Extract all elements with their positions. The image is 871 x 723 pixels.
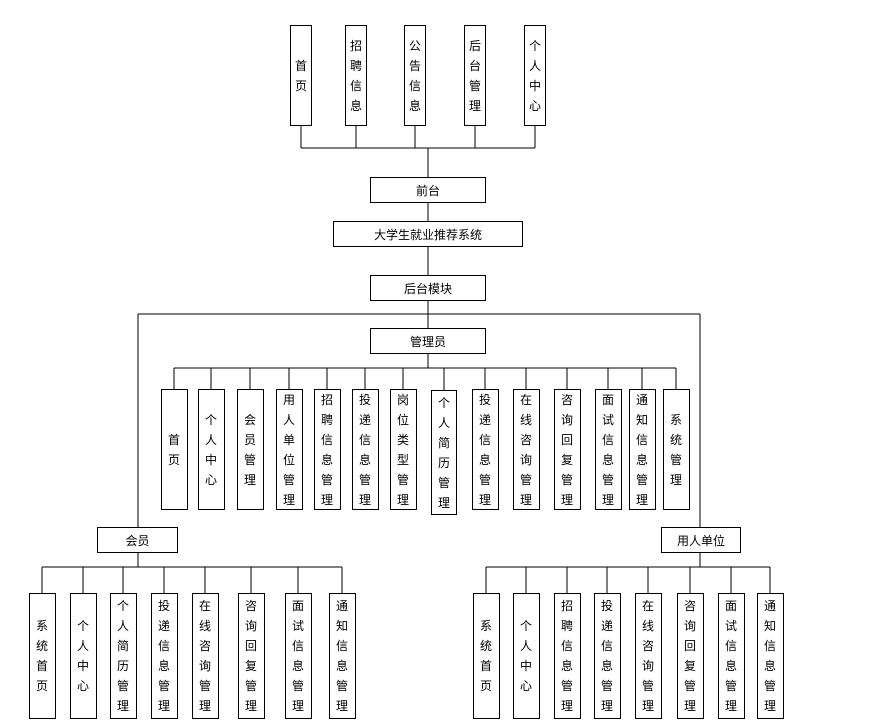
member-module-0: 系统首页 xyxy=(28,593,56,719)
member-module-1: 个人中心 xyxy=(69,593,97,719)
front-module-label: 后台管理 xyxy=(468,38,481,113)
admin-module-label: 个人中心 xyxy=(204,412,217,487)
front-module-label: 首页 xyxy=(294,58,307,93)
employer-module-label: 招聘信息管理 xyxy=(560,599,573,713)
node-member: 会员 xyxy=(97,527,178,553)
admin-module-6: 岗位类型管理 xyxy=(389,389,417,510)
employer-module-0: 系统首页 xyxy=(472,593,500,719)
front-module-0: 首页 xyxy=(290,25,312,126)
admin-module-label: 系统管理 xyxy=(669,412,682,487)
admin-module-13: 系统管理 xyxy=(662,389,690,510)
admin-module-label: 招聘信息管理 xyxy=(320,392,333,507)
admin-module-label: 在线咨询管理 xyxy=(519,392,532,507)
employer-module-7: 通知信息管理 xyxy=(756,593,784,719)
admin-module-9: 在线咨询管理 xyxy=(512,389,540,510)
member-module-4: 在线咨询管理 xyxy=(191,593,219,719)
admin-module-label: 岗位类型管理 xyxy=(396,392,409,507)
member-module-label: 通知信息管理 xyxy=(335,599,348,713)
employer-module-label: 咨询回复管理 xyxy=(683,599,696,713)
member-module-label: 在线咨询管理 xyxy=(198,599,211,713)
member-module-6: 面试信息管理 xyxy=(284,593,312,719)
admin-module-label: 会员管理 xyxy=(243,412,256,487)
employer-module-4: 在线咨询管理 xyxy=(634,593,662,719)
node-backend: 后台模块 xyxy=(370,275,486,301)
admin-module-10: 咨询回复管理 xyxy=(553,389,581,510)
member-module-label: 个人简历管理 xyxy=(116,599,129,713)
front-module-label: 个人中心 xyxy=(528,38,541,113)
admin-module-label: 面试信息管理 xyxy=(601,392,614,507)
member-module-label: 系统首页 xyxy=(35,619,48,693)
employer-module-1: 个人中心 xyxy=(512,593,540,719)
member-module-label: 投递信息管理 xyxy=(157,599,170,713)
admin-module-label: 通知信息管理 xyxy=(635,392,648,507)
employer-module-label: 个人中心 xyxy=(519,619,532,693)
node-employer: 用人单位 xyxy=(661,527,741,553)
member-module-2: 个人简历管理 xyxy=(109,593,137,719)
admin-module-12: 通知信息管理 xyxy=(628,389,656,510)
employer-module-2: 招聘信息管理 xyxy=(553,593,581,719)
employer-module-label: 在线咨询管理 xyxy=(641,599,654,713)
admin-module-8: 投递信息管理 xyxy=(471,389,499,510)
employer-module-5: 咨询回复管理 xyxy=(676,593,704,719)
member-module-7: 通知信息管理 xyxy=(328,593,356,719)
admin-module-3: 用人单位管理 xyxy=(275,389,303,510)
admin-module-2: 会员管理 xyxy=(236,389,264,510)
node-front: 前台 xyxy=(370,177,486,203)
employer-module-label: 面试信息管理 xyxy=(724,599,737,713)
admin-module-1: 个人中心 xyxy=(197,389,225,510)
admin-module-4: 招聘信息管理 xyxy=(313,389,341,510)
admin-module-label: 投递信息管理 xyxy=(358,392,371,507)
admin-module-label: 用人单位管理 xyxy=(282,392,295,507)
node-admin: 管理员 xyxy=(370,328,486,354)
front-module-2: 公告信息 xyxy=(404,25,426,126)
front-module-3: 后台管理 xyxy=(464,25,486,126)
member-module-label: 面试信息管理 xyxy=(291,599,304,713)
member-module-label: 咨询回复管理 xyxy=(244,599,257,713)
admin-module-11: 面试信息管理 xyxy=(594,389,622,510)
front-module-label: 招聘信息 xyxy=(349,38,362,113)
employer-module-label: 投递信息管理 xyxy=(600,599,613,713)
member-module-5: 咨询回复管理 xyxy=(237,593,265,719)
admin-module-label: 投递信息管理 xyxy=(478,392,491,507)
employer-module-3: 投递信息管理 xyxy=(593,593,621,719)
employer-module-label: 系统首页 xyxy=(479,619,492,693)
node-system-title: 大学生就业推荐系统 xyxy=(333,221,523,247)
front-module-1: 招聘信息 xyxy=(345,25,367,126)
member-module-3: 投递信息管理 xyxy=(150,593,178,719)
admin-module-label: 咨询回复管理 xyxy=(560,392,573,507)
admin-module-0: 首页 xyxy=(160,389,188,510)
front-module-4: 个人中心 xyxy=(524,25,546,126)
employer-module-label: 通知信息管理 xyxy=(763,599,776,713)
admin-module-7: 个人简历管理 xyxy=(431,390,457,515)
front-module-label: 公告信息 xyxy=(408,38,421,113)
admin-module-label: 个人简历管理 xyxy=(437,395,450,510)
member-module-label: 个人中心 xyxy=(76,619,89,693)
employer-module-6: 面试信息管理 xyxy=(717,593,745,719)
admin-module-5: 投递信息管理 xyxy=(351,389,379,510)
admin-module-label: 首页 xyxy=(167,432,180,467)
